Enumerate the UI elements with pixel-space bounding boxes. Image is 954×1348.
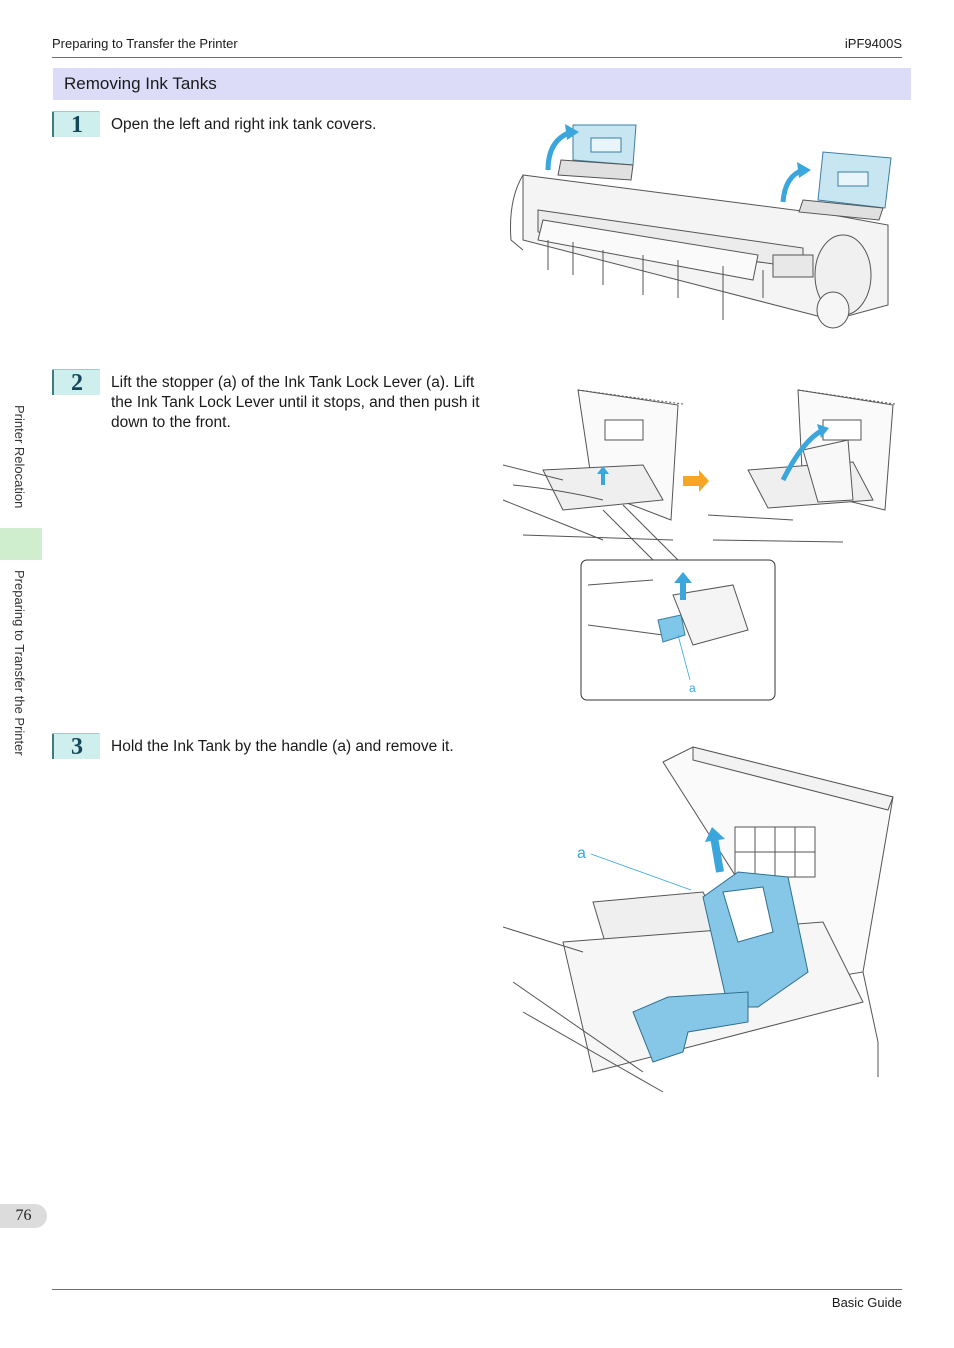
running-header-model: iPF9400S: [844, 36, 902, 51]
step-2-badge: 2: [52, 369, 100, 396]
step-3-callout-a: a: [577, 845, 586, 862]
step-3-text: Hold the Ink Tank by the handle (a) and …: [111, 738, 454, 755]
side-tab-preparing-transfer[interactable]: Preparing to Transfer the Printer: [12, 570, 27, 756]
side-tab-active-marker: [0, 528, 42, 560]
ink-tank-removal-illustration: a: [503, 746, 894, 1093]
footer-guide-name: Basic Guide: [831, 1295, 902, 1310]
lock-lever-illustration: a: [503, 389, 895, 701]
footer-divider: [52, 1289, 902, 1290]
section-title: Removing Ink Tanks: [64, 74, 217, 93]
page-number: 76: [0, 1204, 47, 1228]
step-2-callout-a: a: [689, 681, 696, 695]
side-tab-printer-relocation[interactable]: Printer Relocation: [12, 405, 27, 509]
step-2-text: Lift the stopper (a) of the Ink Tank Loc…: [111, 374, 480, 431]
section-title-bar: Removing Ink Tanks: [53, 68, 911, 100]
step-3-badge: 3: [52, 733, 100, 760]
running-header-title: Preparing to Transfer the Printer: [52, 36, 238, 51]
step-1-badge: 1: [52, 111, 100, 138]
header-divider: [52, 57, 902, 58]
step-1-text: Open the left and right ink tank covers.: [111, 116, 377, 133]
printer-covers-open-illustration: [510, 124, 892, 329]
